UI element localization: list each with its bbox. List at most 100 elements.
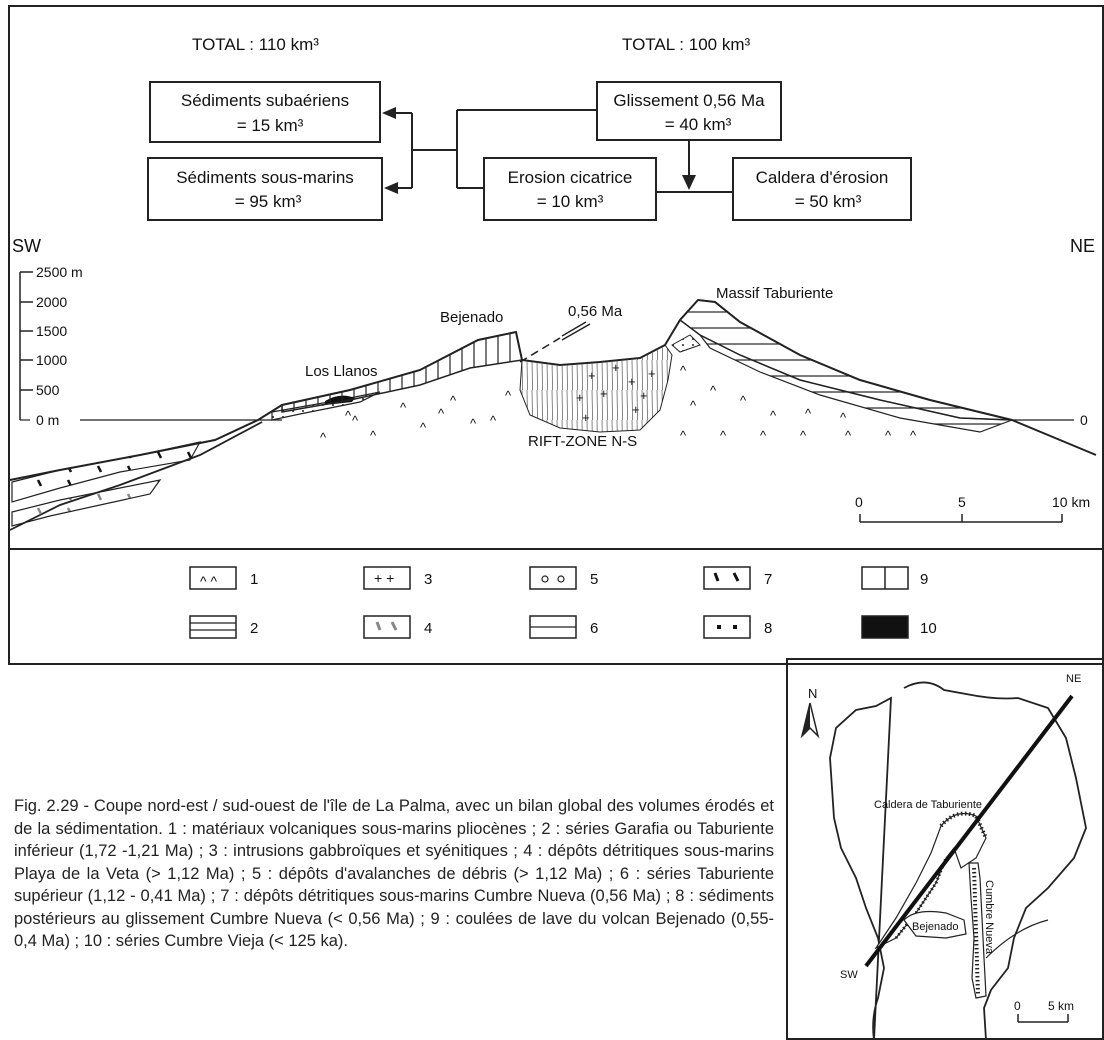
map-caldera-label: Caldera de Taburiente bbox=[874, 799, 982, 811]
massif-label: Massif Taburiente bbox=[716, 285, 833, 302]
svg-text:2: 2 bbox=[250, 620, 258, 637]
svg-text:+ +: + + bbox=[374, 570, 394, 586]
legend-item-10: 10 bbox=[861, 615, 937, 639]
box-caldera: Caldera d'érosion = 50 km³ bbox=[732, 157, 912, 221]
svg-text:^: ^ bbox=[370, 428, 377, 443]
legend-item-4: 4 bbox=[363, 615, 432, 639]
elev-500: 500 bbox=[36, 382, 60, 398]
total-left: TOTAL : 110 km³ bbox=[192, 35, 319, 54]
svg-text:1: 1 bbox=[250, 571, 258, 588]
svg-text:^: ^ bbox=[438, 406, 445, 421]
svg-text:^: ^ bbox=[720, 428, 727, 443]
svg-text:^: ^ bbox=[680, 363, 687, 378]
map-scale-5: 5 km bbox=[1048, 999, 1074, 1013]
submarine-line1: Sédiments sous-marins bbox=[176, 168, 354, 187]
los-llanos-label: Los Llanos bbox=[305, 363, 378, 380]
svg-text:3: 3 bbox=[424, 571, 432, 588]
svg-text:+: + bbox=[576, 390, 584, 405]
map-bejenado-label: Bejenado bbox=[912, 921, 959, 933]
box-subaerial: Sédiments subaériens = 15 km³ bbox=[149, 81, 381, 143]
svg-text:8: 8 bbox=[764, 620, 772, 637]
svg-text:5: 5 bbox=[590, 571, 598, 588]
scar-line1: Erosion cicatrice bbox=[508, 168, 633, 187]
map-frame bbox=[786, 658, 1104, 1040]
svg-text:^: ^ bbox=[400, 400, 407, 415]
caldera-line2: = 50 km³ bbox=[795, 192, 862, 211]
svg-text:+: + bbox=[640, 388, 648, 403]
ne-label: NE bbox=[1070, 236, 1095, 256]
svg-text:^: ^ bbox=[345, 408, 352, 423]
rift-zone-symbols: ^^^^ ^^^^ ^^^ ^^^^ ^^^ ^^^^ ^^^ bbox=[320, 363, 917, 445]
svg-text:^: ^ bbox=[805, 406, 812, 421]
elev-2500: 2500 m bbox=[36, 264, 83, 280]
figure-caption: Fig. 2.29 - Coupe nord-est / sud-ouest d… bbox=[14, 797, 774, 950]
scar-line2: = 10 km³ bbox=[537, 192, 604, 211]
slide-age-label: 0,56 Ma bbox=[568, 303, 623, 320]
bejenado-outline bbox=[903, 910, 967, 939]
sw-deposit-upper bbox=[11, 441, 202, 503]
legend-item-3: + + 3 bbox=[363, 566, 432, 590]
subaerial-line1: Sédiments subaériens bbox=[181, 91, 349, 110]
elev-2000: 2000 bbox=[36, 294, 67, 310]
legend-item-8: 8 bbox=[703, 615, 772, 639]
arrow-to-submarine bbox=[384, 182, 398, 194]
svg-text:^ ^: ^ ^ bbox=[200, 573, 217, 589]
box-submarine: Sédiments sous-marins = 95 km³ bbox=[147, 157, 383, 221]
figure-frame bbox=[8, 5, 1104, 665]
map-ne-label: NE bbox=[1066, 673, 1081, 685]
landslide-line2: = 40 km³ bbox=[665, 115, 732, 134]
legend-item-5: 5 bbox=[529, 566, 598, 590]
rift-zone-label: RIFT-ZONE N-S bbox=[528, 433, 637, 450]
subaerial-line2: = 15 km³ bbox=[237, 116, 304, 135]
svg-text:+: + bbox=[588, 368, 596, 383]
legend-item-9: 9 bbox=[861, 566, 928, 590]
zero-right: 0 bbox=[1080, 412, 1088, 428]
svg-text:+: + bbox=[582, 410, 590, 425]
legend-item-7: 7 bbox=[703, 566, 772, 590]
svg-text:10: 10 bbox=[920, 620, 937, 637]
legend-divider bbox=[8, 548, 1104, 550]
svg-text:+: + bbox=[628, 374, 636, 389]
svg-text:^: ^ bbox=[710, 383, 717, 398]
svg-text:+: + bbox=[648, 366, 656, 381]
map-scale-bar bbox=[1017, 1014, 1069, 1023]
cross-section-diagram: TOTAL : 110 km³ TOTAL : 100 km³ Sédiment… bbox=[9, 35, 1097, 531]
map-scale-0: 0 bbox=[1014, 999, 1021, 1013]
slide-scar bbox=[519, 337, 561, 363]
north-label: N bbox=[808, 686, 817, 701]
sw-label: SW bbox=[12, 236, 41, 256]
map-cumbre-label: Cumbre Nueva bbox=[983, 880, 995, 955]
svg-text:^: ^ bbox=[800, 428, 807, 443]
legend-item-1: ^ ^ 1 bbox=[189, 566, 258, 590]
section-line bbox=[864, 694, 1074, 968]
svg-text:^: ^ bbox=[505, 388, 512, 403]
svg-text:+: + bbox=[600, 386, 608, 401]
legend: ^ ^ 1 + + 3 5 7 9 2 4 6 bbox=[189, 566, 937, 639]
elev-1500: 1500 bbox=[36, 323, 67, 339]
submarine-line2: = 95 km³ bbox=[235, 192, 302, 211]
svg-text:^: ^ bbox=[450, 393, 457, 408]
taburiente-lower bbox=[699, 334, 1013, 433]
scale-bar bbox=[859, 514, 1063, 523]
location-map: N NE SW Caldera de Taburiente Bejenado C… bbox=[800, 673, 1087, 1040]
svg-text:+: + bbox=[612, 360, 620, 375]
elev-0: 0 m bbox=[36, 412, 59, 428]
box-scar-erosion: Erosion cicatrice = 10 km³ bbox=[483, 157, 657, 221]
svg-text:^: ^ bbox=[352, 413, 359, 428]
debris-avalanche bbox=[671, 334, 701, 353]
scale-0: 0 bbox=[855, 494, 863, 510]
svg-text:^: ^ bbox=[910, 428, 917, 443]
arrow-to-subaerial bbox=[382, 107, 396, 119]
bejenado-label: Bejenado bbox=[440, 309, 503, 326]
intrusion-crosses: +++ +++ +++ bbox=[576, 360, 656, 425]
sw-deposit-lower bbox=[11, 479, 162, 527]
total-right: TOTAL : 100 km³ bbox=[622, 35, 751, 54]
elev-1000: 1000 bbox=[36, 352, 67, 368]
arrow-to-junction bbox=[682, 175, 696, 190]
svg-text:^: ^ bbox=[770, 408, 777, 423]
island-coastline bbox=[829, 681, 1087, 1040]
svg-text:9: 9 bbox=[920, 571, 928, 588]
scale-5: 5 bbox=[958, 494, 966, 510]
landslide-line1: Glissement 0,56 Ma bbox=[613, 91, 765, 110]
box-landslide: Glissement 0,56 Ma = 40 km³ bbox=[596, 81, 782, 141]
